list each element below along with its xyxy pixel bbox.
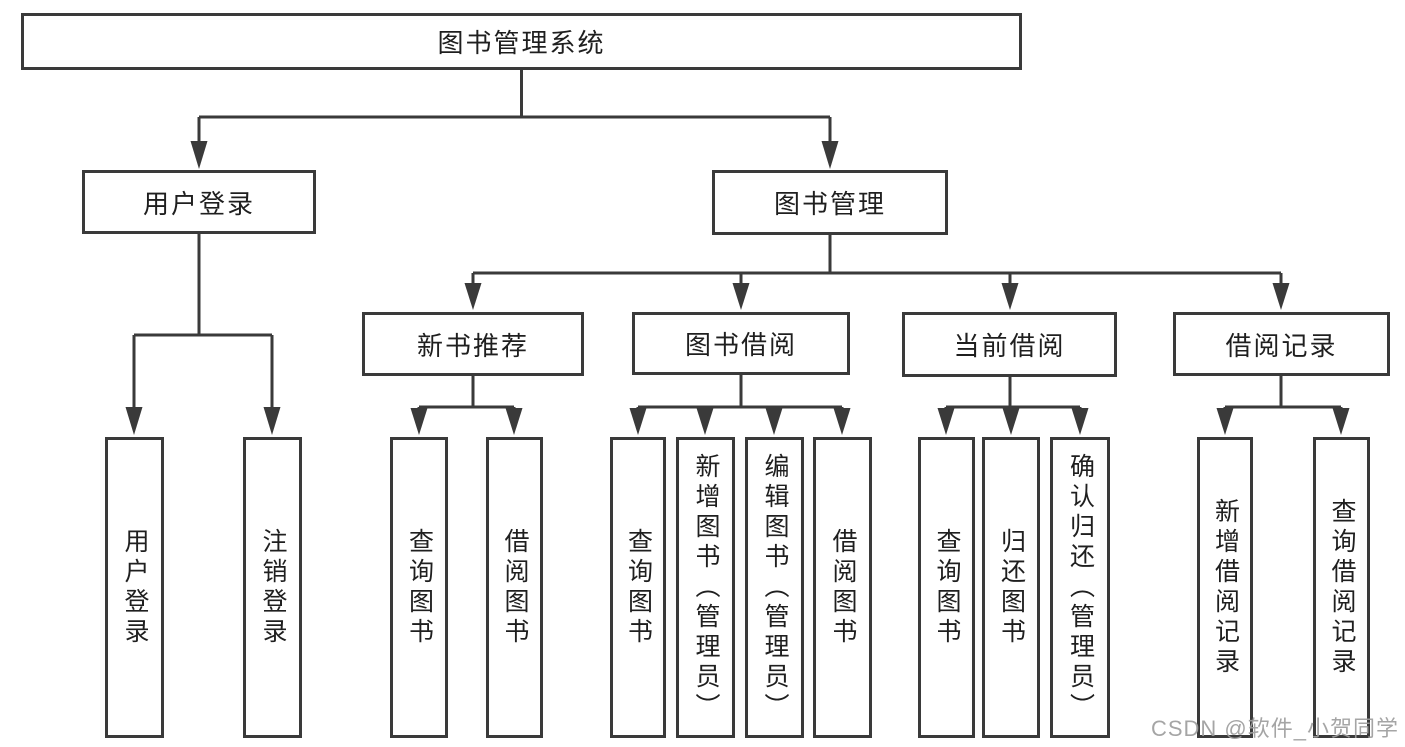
node-leaf-user-login: 用户登录 [105,437,164,738]
edge-bookborrow-to-leaves [636,375,844,413]
node-leaf-borrow-query-book: 查询图书 [610,437,666,738]
node-leaf-query-borrow-record: 查询借阅记录 [1313,437,1370,738]
node-current-borrow: 当前借阅 [902,312,1117,377]
node-root-system: 图书管理系统 [21,13,1022,70]
edge-userlogin-to-leaves [132,234,274,410]
node-leaf-add-book-admin: 新增图书（管理员） [676,437,735,738]
node-leaf-logout: 注销登录 [243,437,302,738]
node-leaf-current-query-book: 查询图书 [918,437,975,738]
arrowhead-icon [821,141,839,169]
arrowhead-icon [1002,408,1020,435]
edge-newbookrec-to-leaves [417,376,516,413]
arrowhead-icon [696,408,714,435]
node-leaf-borrow-book: 借阅图书 [813,437,872,738]
arrowhead-icon [505,408,523,435]
node-user-login-branch: 用户登录 [82,170,316,234]
arrowhead-icon [125,407,143,435]
arrowhead-icon [629,408,647,435]
arrowhead-icon [190,141,208,169]
node-new-book-recommend: 新书推荐 [362,312,584,376]
node-leaf-rec-borrow-book: 借阅图书 [486,437,543,738]
arrowhead-icon [1001,283,1019,310]
node-borrow-record: 借阅记录 [1173,312,1390,376]
arrowhead-icon [1272,283,1290,310]
node-leaf-add-borrow-record: 新增借阅记录 [1197,437,1253,738]
arrowhead-icon [833,408,851,435]
node-leaf-edit-book-admin: 编辑图书（管理员） [745,437,804,738]
arrowhead-icon [937,408,955,435]
node-book-management-branch: 图书管理 [712,170,948,235]
node-leaf-confirm-return-admin: 确认归还（管理员） [1050,437,1110,738]
edge-borrowrecord-to-leaves [1223,376,1343,413]
arrowhead-icon [410,408,428,435]
edge-bookmgmt-to-level3 [471,235,1283,286]
arrowhead-icon [732,283,750,310]
arrowhead-icon [464,283,482,310]
node-leaf-return-book: 归还图书 [982,437,1040,738]
arrowhead-icon [1071,408,1089,435]
edge-root-to-level2 [197,70,832,146]
edge-currentborrow-to-leaves [944,377,1082,413]
arrowhead-icon [1332,408,1350,435]
node-book-borrow: 图书借阅 [632,312,850,375]
arrowhead-icon [765,408,783,435]
arrowhead-icon [1216,408,1234,435]
node-leaf-rec-query-book: 查询图书 [390,437,448,738]
arrowhead-icon [263,407,281,435]
csdn-watermark: CSDN @软件_小贺同学 [1150,716,1399,741]
